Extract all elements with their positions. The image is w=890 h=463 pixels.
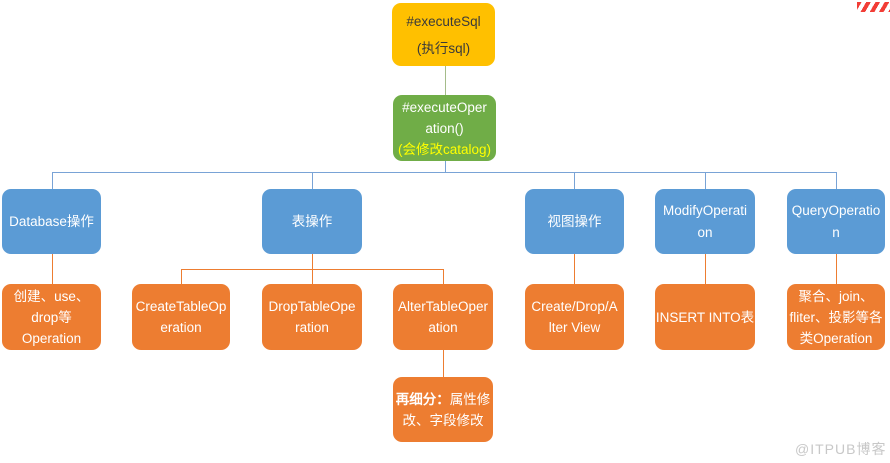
node-label: ration (295, 320, 329, 335)
node-drop-table-operation: DropTableOpe ration (262, 284, 362, 350)
node-label: CreateTableOp (135, 299, 227, 314)
node-create-table-operation: CreateTableOp eration (132, 284, 230, 350)
connector-sql-to-operation (445, 66, 447, 95)
node-alter-table-operation: AlterTableOper ation (393, 284, 493, 350)
connector-operation-down (445, 161, 447, 173)
node-label: 改、字段修改 (402, 412, 484, 428)
node-modify-operation: ModifyOperati on (655, 189, 755, 254)
connector-level1-horizontal (52, 172, 836, 174)
node-database-child: 创建、use、 drop等 Operation (2, 284, 101, 350)
node-label: eration (160, 320, 202, 335)
node-label: ation (428, 320, 458, 335)
node-execute-operation: #executeOper ation() (会修改catalog) (393, 95, 496, 161)
connector-drop-view-ops (574, 172, 576, 189)
node-database-ops: Database操作 (2, 189, 101, 254)
node-label: QueryOperatio (791, 202, 881, 218)
connector-query-child (836, 254, 838, 284)
connector-modify-child (705, 254, 707, 284)
node-execute-sql: #executeSql (执行sql) (392, 3, 495, 66)
node-label: on (697, 224, 713, 240)
striped-corner-decoration (857, 2, 890, 12)
node-label: 属性修 (449, 391, 491, 407)
connector-drop-database (52, 172, 54, 189)
node-label: n (832, 224, 840, 240)
node-label: ation() (425, 120, 464, 136)
node-label: 类Operation (799, 330, 873, 346)
node-label: Database操作 (9, 213, 94, 229)
node-table-ops: 表操作 (262, 189, 362, 254)
connector-table-ops-down (312, 254, 314, 269)
node-note: (会修改catalog) (397, 141, 492, 157)
connector-database-child (52, 254, 54, 284)
node-insert-into: INSERT INTO表 (655, 284, 755, 350)
connector-alter-subdivide (443, 350, 445, 377)
node-label: 创建、use、 (13, 288, 90, 304)
connector-drop-query (836, 172, 838, 189)
node-label: DropTableOpe (268, 299, 356, 314)
node-label: (执行sql) (416, 40, 471, 56)
node-label: AlterTableOper (397, 299, 489, 314)
node-query-operation: QueryOperatio n (787, 189, 885, 254)
connector-view-child (574, 254, 576, 284)
connector-drop-table-ops (312, 172, 314, 189)
node-label-bold: 再细分： (395, 391, 450, 407)
node-label: 表操作 (291, 213, 333, 229)
node-create-drop-alter-view: Create/Drop/A lter View (525, 284, 624, 350)
node-label: #executeOper (402, 99, 487, 115)
node-label: fliter、投影等各 (789, 309, 883, 325)
node-label: #executeSql (406, 13, 481, 29)
node-label: lter View (548, 320, 601, 335)
node-view-ops: 视图操作 (525, 189, 624, 254)
node-label: drop等 (31, 309, 72, 325)
node-label: 聚合、join、 (798, 288, 874, 304)
node-label: Create/Drop/A (531, 299, 618, 314)
node-label: 再细分：属性修 (396, 389, 491, 410)
connector-drop-modify (705, 172, 707, 189)
node-subdivide: 再细分：属性修 改、字段修改 (393, 377, 493, 442)
itpub-watermark: @ITPUB博客 (795, 441, 887, 457)
connector-drop-create-table (181, 269, 183, 284)
node-label: Operation (21, 330, 82, 346)
connector-drop-alter-table (443, 269, 445, 284)
node-label: INSERT INTO表 (655, 309, 755, 325)
node-query-child: 聚合、join、 fliter、投影等各 类Operation (787, 284, 885, 350)
node-label: 视图操作 (547, 213, 602, 229)
connector-drop-drop-table (312, 269, 314, 284)
node-label: ModifyOperati (662, 202, 748, 218)
